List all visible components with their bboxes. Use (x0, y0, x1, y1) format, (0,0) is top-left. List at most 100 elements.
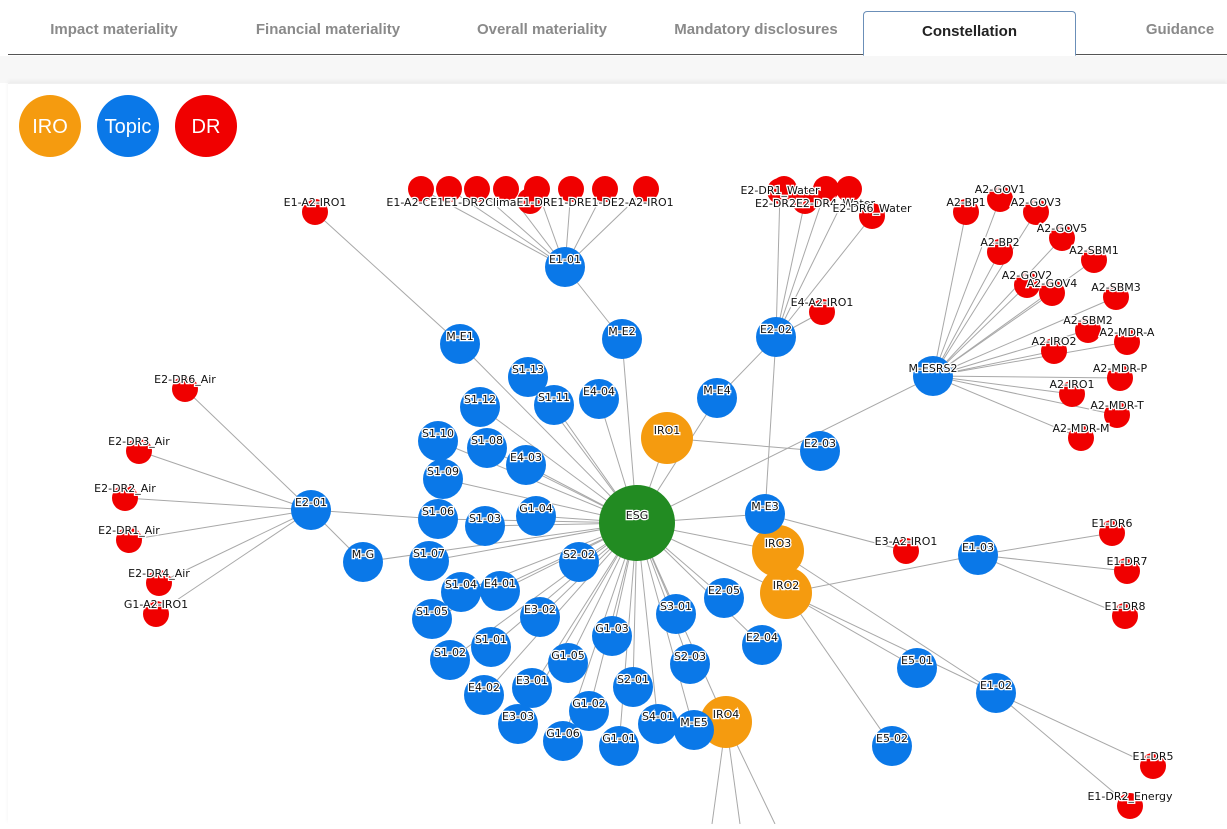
dr-node[interactable] (172, 376, 198, 402)
dr-node[interactable] (1114, 329, 1140, 355)
dr-node[interactable] (116, 527, 142, 553)
topic-node[interactable] (508, 357, 548, 397)
dr-node[interactable] (1068, 425, 1094, 451)
dr-node[interactable] (836, 176, 862, 202)
dr-node[interactable] (1107, 365, 1133, 391)
topic-node[interactable] (913, 356, 953, 396)
tab-financial-materiality[interactable]: Financial materiality (255, 21, 401, 38)
topic-node[interactable] (613, 667, 653, 707)
dr-node[interactable] (464, 176, 490, 202)
topic-node[interactable] (674, 710, 714, 750)
tab-guidance[interactable]: Guidance (1145, 21, 1215, 38)
topic-node[interactable] (976, 673, 1016, 713)
legend-topic[interactable]: Topic (97, 95, 159, 157)
dr-node[interactable] (436, 176, 462, 202)
dr-node[interactable] (493, 176, 519, 202)
topic-node[interactable] (516, 496, 556, 536)
dr-node[interactable] (143, 601, 169, 627)
dr-node[interactable] (792, 188, 818, 214)
topic-node[interactable] (756, 317, 796, 357)
dr-node[interactable] (146, 570, 172, 596)
iro-node[interactable] (752, 525, 804, 577)
topic-node[interactable] (460, 387, 500, 427)
dr-node[interactable] (1049, 225, 1075, 251)
topic-node[interactable] (423, 459, 463, 499)
dr-node[interactable] (1114, 558, 1140, 584)
topic-node[interactable] (534, 385, 574, 425)
iro-node[interactable] (760, 567, 812, 619)
tab-overall-materiality[interactable]: Overall materiality (476, 21, 608, 38)
dr-node[interactable] (1014, 272, 1040, 298)
topic-node[interactable] (430, 640, 470, 680)
dr-node[interactable] (1023, 199, 1049, 225)
topic-node[interactable] (559, 542, 599, 582)
topic-node[interactable] (548, 643, 588, 683)
dr-node[interactable] (859, 203, 885, 229)
topic-node[interactable] (512, 668, 552, 708)
topic-node[interactable] (543, 721, 583, 761)
topic-node[interactable] (592, 616, 632, 656)
topic-node[interactable] (465, 506, 505, 546)
topic-node[interactable] (545, 247, 585, 287)
tab-mandatory-disclosures[interactable]: Mandatory disclosures (674, 21, 838, 38)
legend-dr[interactable]: DR (175, 95, 237, 157)
topic-node[interactable] (467, 428, 507, 468)
topic-node[interactable] (800, 431, 840, 471)
topic-node[interactable] (579, 379, 619, 419)
topic-node[interactable] (569, 691, 609, 731)
topic-node[interactable] (291, 490, 331, 530)
topic-node[interactable] (418, 499, 458, 539)
dr-node[interactable] (1104, 402, 1130, 428)
topic-node[interactable] (471, 627, 511, 667)
topic-node[interactable] (441, 572, 481, 612)
dr-node[interactable] (1103, 284, 1129, 310)
legend-iro[interactable]: IRO (19, 95, 81, 157)
dr-node[interactable] (112, 485, 138, 511)
topic-node[interactable] (480, 571, 520, 611)
dr-node[interactable] (408, 176, 434, 202)
topic-node[interactable] (343, 542, 383, 582)
tab-impact-materiality[interactable]: Impact materiality (50, 21, 178, 38)
tab-constellation[interactable]: Constellation (863, 11, 1076, 56)
topic-node[interactable] (506, 445, 546, 485)
topic-node[interactable] (697, 378, 737, 418)
topic-node[interactable] (440, 324, 480, 364)
dr-node[interactable] (558, 176, 584, 202)
dr-node[interactable] (813, 176, 839, 202)
dr-node[interactable] (987, 239, 1013, 265)
topic-node[interactable] (656, 594, 696, 634)
dr-node[interactable] (893, 538, 919, 564)
topic-node[interactable] (498, 704, 538, 744)
dr-node[interactable] (1117, 793, 1143, 819)
topic-node[interactable] (745, 494, 785, 534)
topic-node[interactable] (897, 648, 937, 688)
dr-node[interactable] (302, 199, 328, 225)
topic-node[interactable] (464, 675, 504, 715)
dr-node[interactable] (1112, 603, 1138, 629)
dr-node[interactable] (1081, 247, 1107, 273)
root-node[interactable] (599, 485, 675, 561)
dr-node[interactable] (1039, 280, 1065, 306)
dr-node[interactable] (1041, 338, 1067, 364)
topic-node[interactable] (418, 421, 458, 461)
dr-node[interactable] (953, 199, 979, 225)
dr-node[interactable] (809, 299, 835, 325)
dr-node[interactable] (1059, 381, 1085, 407)
topic-node[interactable] (742, 625, 782, 665)
topic-node[interactable] (958, 535, 998, 575)
topic-node[interactable] (670, 644, 710, 684)
dr-node[interactable] (633, 176, 659, 202)
dr-node[interactable] (987, 186, 1013, 212)
topic-node[interactable] (599, 726, 639, 766)
topic-node[interactable] (704, 578, 744, 618)
dr-node[interactable] (1075, 317, 1101, 343)
topic-node[interactable] (412, 599, 452, 639)
topic-node[interactable] (872, 726, 912, 766)
dr-node[interactable] (126, 438, 152, 464)
dr-node[interactable] (767, 178, 793, 204)
iro-node[interactable] (641, 412, 693, 464)
topic-node[interactable] (602, 319, 642, 359)
dr-node[interactable] (592, 176, 618, 202)
topic-node[interactable] (638, 704, 678, 744)
